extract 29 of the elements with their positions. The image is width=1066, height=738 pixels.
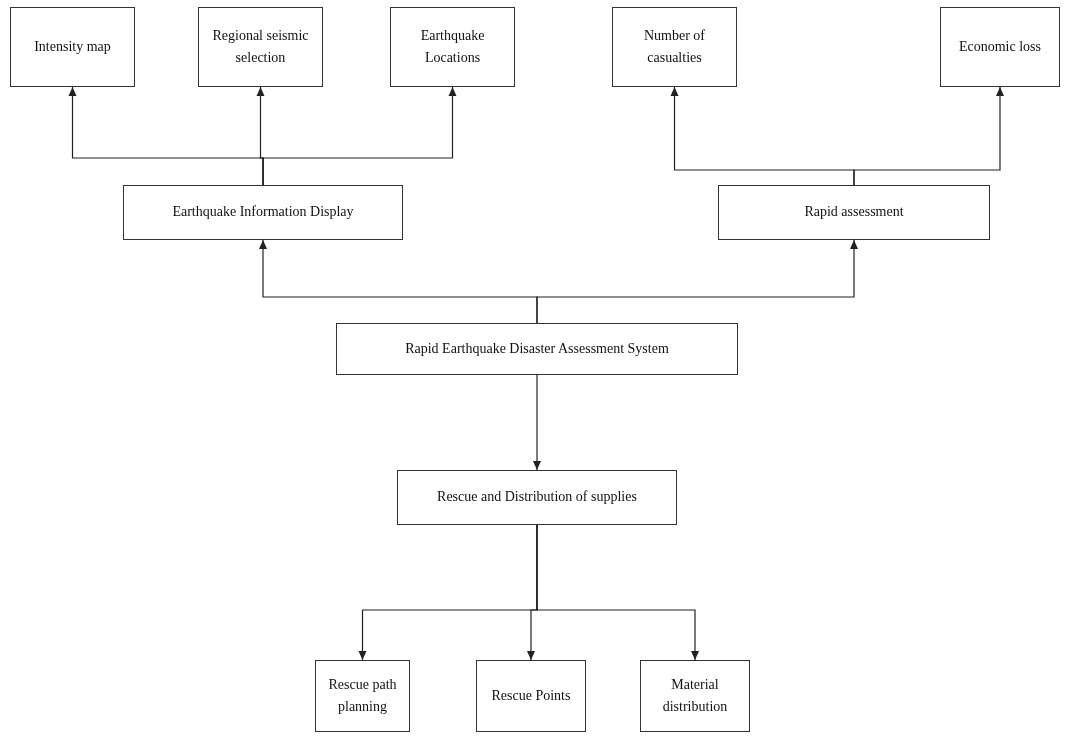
- process-box: [336, 323, 738, 375]
- process-box: [397, 470, 677, 525]
- box-label: Earthquake Information Display: [172, 203, 354, 222]
- process-box: [476, 660, 586, 732]
- arrow: [262, 86, 457, 186]
- process-box: [315, 660, 410, 732]
- process-box: [123, 185, 403, 240]
- arrow: [536, 239, 858, 324]
- box-label: Number of casualties: [642, 26, 706, 67]
- box-label: Intensity map: [34, 37, 111, 56]
- arrow: [536, 524, 699, 661]
- box-label: Rapid assessment: [804, 203, 904, 222]
- box-label: Economic loss: [958, 37, 1041, 56]
- box-label: Earthquake Locations: [419, 26, 486, 67]
- process-box: [198, 7, 323, 87]
- box-label: Rescue and Distribution of supplies: [437, 488, 637, 507]
- box-label: Regional seismic selection: [211, 26, 310, 67]
- process-box: [640, 660, 750, 732]
- arrow: [853, 86, 1004, 186]
- process-box: [10, 7, 135, 87]
- box-label: Rapid Earthquake Disaster Assessment System: [405, 339, 669, 358]
- process-box: [390, 7, 515, 87]
- arrow: [533, 374, 541, 471]
- process-box: [612, 7, 737, 87]
- box-label: Material distribution: [661, 675, 729, 716]
- process-box: [718, 185, 990, 240]
- box-label: Rescue path planning: [327, 675, 398, 716]
- box-label: Rescue Points: [491, 686, 571, 705]
- process-box: [940, 7, 1060, 87]
